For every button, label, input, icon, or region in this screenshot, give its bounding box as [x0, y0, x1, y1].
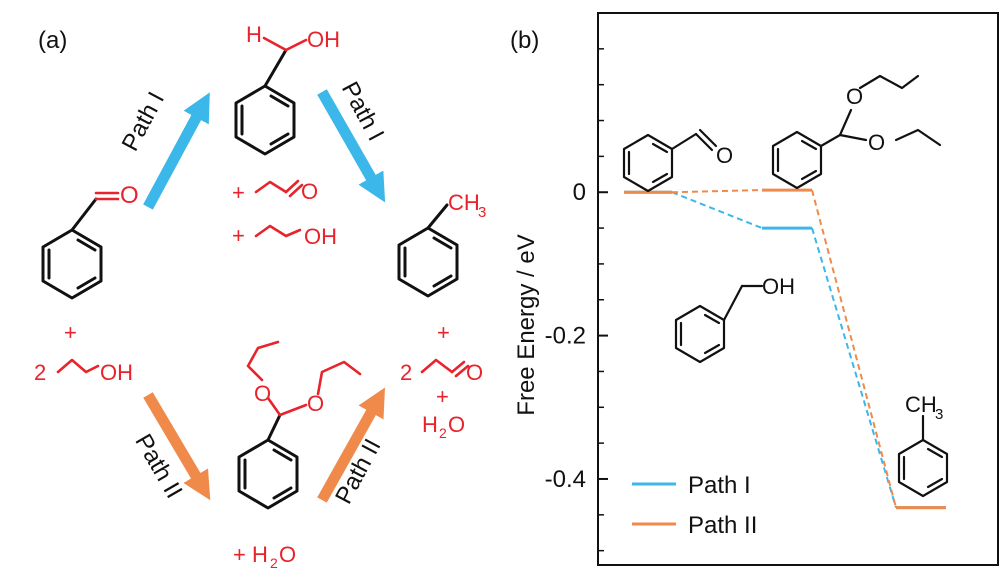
water-bottom-sub: 2 [270, 555, 278, 571]
two-right: 2 [400, 360, 412, 385]
panel-a-label: (a) [38, 27, 67, 54]
y-tick-label: -0.4 [545, 466, 586, 493]
legend: Path I Path II [632, 472, 757, 539]
plot-toluene: CH 3 [897, 392, 949, 498]
panel-a: (a) Path I Path I Path II Path II O [34, 22, 486, 571]
benzyl-alcohol-structure: H OH [234, 22, 340, 156]
y-tick-label: -0.2 [545, 323, 586, 350]
path2-arrow-down [143, 392, 211, 501]
y-axis-label: Free Energy / eV [513, 234, 540, 415]
water-right-sub: 2 [439, 425, 447, 441]
plus-ethanol: + [232, 223, 245, 248]
toluene-structure: CH 3 [397, 190, 486, 298]
plus-right: + [437, 320, 450, 345]
energy-profile [624, 188, 946, 510]
series-1 [624, 190, 946, 510]
toluene-ch: CH [448, 190, 480, 215]
water-right-o: O [448, 412, 465, 437]
panel-b: (b) Free Energy / eV 0 -0.2 -0.4 Path I Pa… [510, 12, 999, 566]
plot-toluene-ch: CH [905, 392, 937, 417]
plot-acetal: O O [771, 74, 942, 190]
ethanol-left-oh: OH [100, 360, 133, 385]
legend-label-path1: Path I [688, 472, 751, 499]
plot-toluene-sub: 3 [935, 406, 943, 423]
acetal-o1: O [254, 381, 271, 406]
acetaldehyde-right-o: O [466, 360, 483, 385]
water-right-h: H [422, 412, 438, 437]
plus-water-bottom: + H [233, 542, 268, 567]
ethanol-oh: OH [304, 224, 337, 249]
acetal-o2: O [307, 391, 324, 416]
benzaldehyde-structure: O [41, 182, 139, 300]
two-left: 2 [34, 360, 46, 385]
energy-connector [671, 191, 763, 229]
series-2 [624, 188, 946, 510]
toluene-sub: 3 [478, 204, 486, 221]
plot-benzyl-oh: OH [762, 274, 795, 299]
water-bottom-o: O [279, 542, 296, 567]
acetal-structure: O O [237, 340, 362, 510]
energy-connector [671, 189, 763, 194]
benzyl-alcohol-h: H [246, 22, 262, 47]
plot-benzaldehyde-o: O [716, 143, 733, 168]
acetaldehyde-o: O [301, 179, 318, 204]
plot-benzaldehyde: O [622, 128, 733, 193]
plot-benzyl-alcohol: OH [674, 274, 795, 364]
benzyl-alcohol-oh: OH [307, 27, 340, 52]
plus-left: + [64, 320, 77, 345]
plot-acetal-o1: O [846, 84, 863, 109]
legend-label-path2: Path II [688, 512, 757, 539]
y-tick-label: 0 [573, 179, 586, 206]
plot-acetal-o2: O [868, 130, 885, 155]
plus-acetaldehyde: + [232, 180, 245, 205]
path1-arrow-down [317, 89, 386, 203]
panel-b-label: (b) [510, 27, 539, 54]
y-axis: 0 -0.2 -0.4 [545, 12, 608, 552]
energy-connector [811, 227, 897, 508]
benzaldehyde-o: O [120, 182, 139, 209]
path1-label-left: Path I [117, 87, 170, 155]
energy-connector [811, 189, 897, 508]
path1-arrow-up [143, 92, 210, 210]
plus-right-2: + [436, 384, 449, 409]
path2-arrow-up [317, 387, 385, 503]
plot-frame [597, 12, 999, 566]
